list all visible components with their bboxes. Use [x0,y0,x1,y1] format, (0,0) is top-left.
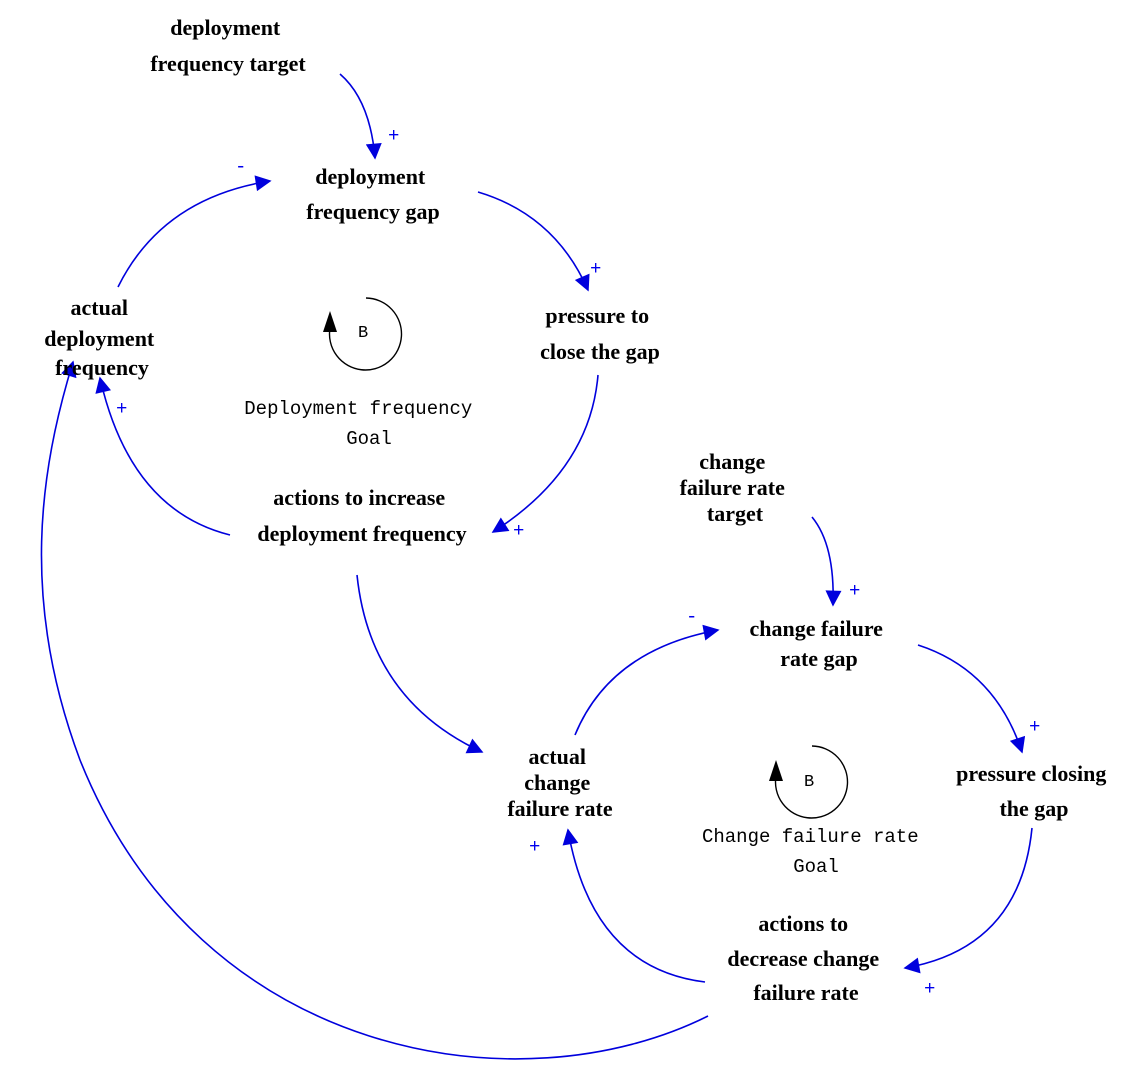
node-deployment-frequency-gap: deployment frequency gap [306,164,439,224]
link-pressure-to-actions-1 [491,374,599,533]
node-actual-change-failure-rate: actual change failure rate [507,744,613,821]
loop-arrowhead-deployment-icon [323,311,337,332]
node-change-failure-rate-target: change failure rate target [680,449,791,526]
loop-type-change-failure: B [804,773,814,792]
loop-type-deployment: B [358,324,368,343]
link-actions-2-to-actual-1 [40,360,709,1060]
loop-label-change-failure: Change failure rate Goal [702,826,930,878]
link-gap-to-pressure-2 [917,644,1026,754]
link-actions-to-actual-2 [562,828,706,983]
link-target-to-gap-1 [339,73,382,160]
node-actual-deployment-frequency: actual deployment frequency [44,295,160,380]
loop-marker-deployment: B [323,297,403,371]
node-change-failure-rate-gap: change failure rate gap [750,616,889,671]
polarity-target-to-gap-1: + [388,125,399,147]
polarity-gap-to-pressure-1: + [590,258,601,280]
polarity-pressure-to-actions-1: + [513,520,524,542]
polarity-actions-to-actual-2: + [529,836,540,858]
loop-arc-change-failure-icon [774,745,849,819]
loop-label-deployment: Deployment frequency Goal [244,398,483,450]
link-target-to-gap-2 [811,516,842,607]
polarity-gap-to-pressure-2: + [1029,716,1040,738]
node-pressure-to-close-the-gap: pressure to close the gap [540,303,660,364]
polarity-target-to-gap-2: + [849,580,860,602]
link-pressure-to-actions-2 [903,827,1033,974]
node-actions-to-decrease-change-failure-rate: actions to decrease change failure rate [727,911,884,1005]
loop-arc-deployment-icon [328,297,403,371]
node-actions-to-increase-deployment-frequency: actions to increase deployment frequency [257,485,466,546]
loop-arrowhead-change-failure-icon [769,760,783,781]
link-actual-to-gap-1 [117,175,272,288]
node-deployment-frequency-target: deployment frequency target [150,15,306,76]
polarity-pressure-to-actions-2: + [924,978,935,1000]
link-actions-to-actual-1 [95,376,231,536]
link-actions-1-to-actual-2 [356,574,484,754]
loop-marker-change-failure: B [769,745,849,819]
link-actual-to-gap-2 [574,624,720,736]
link-gap-to-pressure-1 [477,191,590,292]
node-pressure-closing-the-gap: pressure closing the gap [956,761,1112,821]
polarity-actions-to-actual-1: + [116,398,127,420]
polarity-actual-to-gap-2: - [686,606,697,628]
polarity-actual-to-gap-1: - [235,156,246,178]
